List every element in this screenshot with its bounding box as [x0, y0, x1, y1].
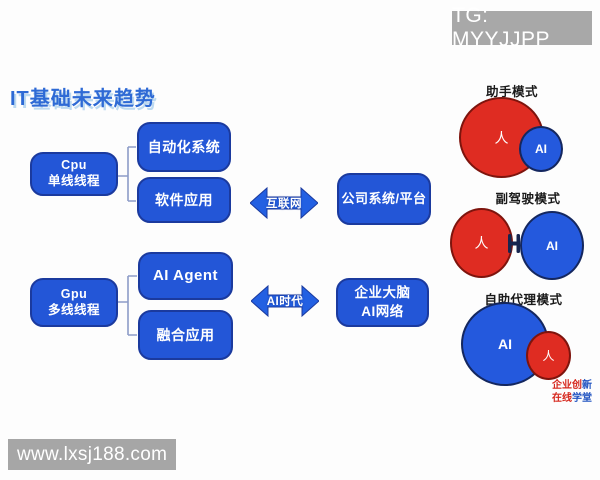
double-arrow-icon [251, 284, 319, 318]
human-label: 人 [494, 129, 509, 146]
logo-line1-blue: 新 [582, 380, 592, 391]
internet-arrow-label: 互联网 [266, 198, 302, 210]
logo-line2: 在线学堂 [552, 392, 592, 405]
automation-system-box: 自动化系统 [137, 122, 231, 172]
logo-line1-red: 企业创 [552, 380, 582, 391]
gpu-box: Gpu 多线线程 [30, 278, 118, 327]
watermark-url: www.lxsj188.com [8, 439, 176, 470]
cpu-box-line2: 单线线程 [47, 174, 100, 188]
human-label: 人 [542, 349, 555, 363]
cpu-box-line1: Cpu [61, 158, 87, 173]
academy-logo: 企业创新 在线学堂 [552, 379, 592, 405]
ai-agent-label: AI Agent [152, 267, 219, 285]
enterprise-brain-box: 企业大脑 AI网络 [336, 278, 429, 327]
cpu-box: Cpu 单线线程 [30, 152, 118, 196]
copilot-mode-label: 副驾驶模式 [495, 192, 561, 206]
enterprise-brain-line1: 企业大脑 [354, 285, 411, 301]
ai-era-arrow: AI时代 [251, 284, 319, 318]
automation-system-label: 自动化系统 [147, 138, 221, 155]
gpu-box-line1: Gpu [60, 286, 88, 301]
gpu-box-line2: 多线线程 [47, 302, 100, 317]
internet-arrow: 互联网 [250, 186, 318, 220]
copilot-human-circle: 人 [450, 208, 513, 278]
assistant-ai-circle: AI [519, 126, 563, 172]
fusion-app-label: 融合应用 [156, 326, 215, 343]
double-arrow-icon [250, 186, 318, 220]
fusion-app-box: 融合应用 [138, 310, 233, 360]
agent-human-circle: 人 [526, 331, 571, 380]
assistant-mode-label: 助手模式 [485, 85, 538, 99]
page-title: IT基础未来趋势 [10, 88, 156, 110]
logo-line2-blue: 学堂 [572, 393, 592, 404]
logo-line2-red: 在线 [552, 393, 572, 404]
ai-era-arrow-label: AI时代 [266, 296, 304, 308]
ai-label: AI [535, 142, 547, 156]
enterprise-brain-line2: AI网络 [361, 303, 404, 319]
link-connector-icon [508, 234, 520, 253]
ai-label: AI [498, 336, 512, 352]
tg-badge: TG: MYYJJPP [452, 4, 592, 51]
logo-line1: 企业创新 [552, 379, 592, 392]
software-app-label: 软件应用 [155, 191, 213, 208]
copilot-ai-circle: AI [520, 211, 584, 280]
company-system-line1: 公司系统/平台 [341, 190, 427, 206]
human-label: 人 [474, 235, 489, 251]
ai-agent-box: AI Agent [138, 252, 233, 300]
company-system-box: 公司系统/平台 [337, 173, 431, 225]
ai-label: AI [546, 238, 558, 253]
software-app-box: 软件应用 [137, 177, 231, 223]
